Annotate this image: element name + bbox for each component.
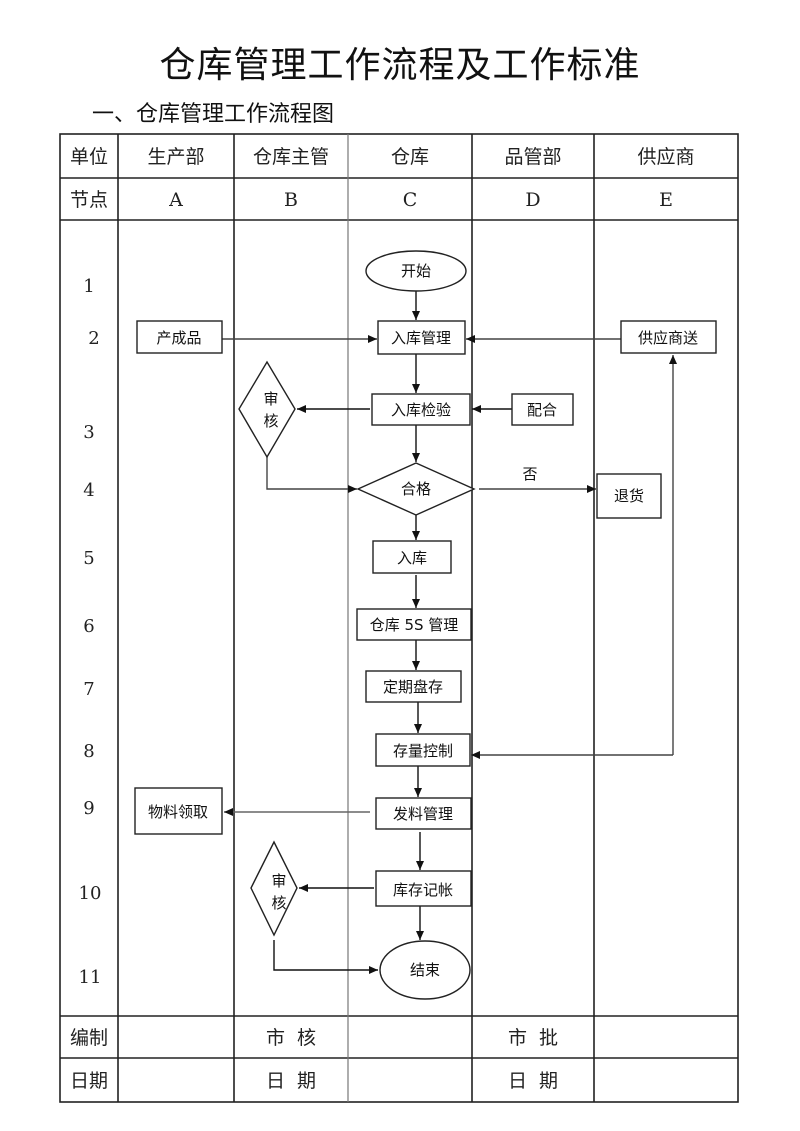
dept-warehouse-supervisor: 仓库主管: [253, 146, 329, 168]
row-number: 2: [88, 328, 99, 349]
row-number: 11: [79, 967, 102, 988]
return-goods-node: [596, 473, 662, 519]
review1-label-top: 审: [263, 390, 278, 408]
connectors: [222, 290, 677, 974]
inbound-inspection-label: 入库检验: [391, 401, 451, 419]
table-border: [59, 133, 739, 1103]
start-node: [365, 250, 467, 292]
prepared-date-label: 日期: [70, 1070, 108, 1092]
supplier-delivery-label: 供应商送: [638, 329, 698, 347]
stock-control-label: 存量控制: [393, 742, 453, 760]
row-number: 1: [83, 276, 94, 297]
approve-label: 市 批: [508, 1027, 558, 1049]
issue-mgmt-node: [375, 797, 472, 830]
qualified-label: 合格: [401, 480, 431, 498]
review-date-label: 日 期: [266, 1070, 316, 1092]
unit-label: 单位: [70, 146, 108, 168]
node-label: 节点: [70, 189, 108, 211]
warehousing-label: 入库: [397, 549, 427, 567]
end-label: 结束: [410, 961, 440, 979]
inbound-mgmt-label: 入库管理: [391, 329, 451, 347]
row-number: 5: [83, 548, 94, 569]
start-label: 开始: [401, 262, 431, 280]
material-pick-node: [134, 787, 223, 835]
dept-supplier: 供应商: [637, 146, 694, 168]
5s-mgmt-label: 仓库 5S 管理: [370, 616, 459, 634]
review2-label-bottom: 核: [271, 894, 286, 912]
supplier-delivery-node: [620, 320, 717, 354]
review-diamond-2: [250, 840, 298, 937]
stock-control-node: [375, 733, 471, 767]
no-branch-label: 否: [522, 465, 537, 483]
finished-product-node: [136, 320, 223, 354]
review2-label-top: 审: [271, 872, 286, 890]
arrow-review-to-qualified: [266, 457, 357, 493]
issue-mgmt-label: 发料管理: [393, 805, 453, 823]
row-number: 7: [83, 679, 94, 700]
cooperate-node: [511, 393, 574, 426]
material-pick-label: 物料领取: [148, 803, 208, 821]
document-title: 仓库管理工作流程及工作标准: [159, 45, 641, 86]
finished-product-label: 产成品: [156, 329, 201, 347]
table-grid: [59, 133, 739, 1103]
return-goods-label: 退货: [614, 487, 644, 505]
dept-warehouse: 仓库: [391, 146, 429, 168]
approve-date-label: 日 期: [508, 1070, 558, 1092]
review-diamond-1: [238, 360, 296, 459]
row-number: 8: [83, 741, 94, 762]
periodic-count-label: 定期盘存: [383, 678, 443, 696]
node-code-c: C: [403, 189, 418, 211]
dept-production: 生产部: [147, 146, 204, 168]
stock-ledger-node: [375, 870, 472, 907]
review1-label-bottom: 核: [263, 412, 278, 430]
stock-ledger-label: 库存记帐: [393, 881, 453, 899]
row-number: 4: [83, 480, 94, 501]
row-number: 10: [79, 883, 102, 904]
periodic-count-node: [365, 670, 462, 703]
inbound-inspection-node: [371, 393, 471, 426]
review-label: 市 核: [266, 1027, 316, 1049]
node-code-d: D: [525, 189, 540, 211]
node-code-b: B: [284, 189, 298, 211]
prepared-label: 编制: [70, 1027, 108, 1049]
cooperate-label: 配合: [527, 401, 557, 419]
qualified-diamond: [356, 462, 476, 516]
row-number: 9: [83, 798, 94, 819]
end-node: [379, 940, 471, 1000]
arrow-review-to-end: [273, 940, 378, 974]
row-number: 6: [83, 616, 94, 637]
inbound-mgmt-node: [377, 320, 466, 355]
warehousing-node: [372, 540, 452, 574]
dept-quality: 品管部: [504, 146, 561, 168]
node-code-e: E: [659, 189, 673, 211]
node-code-a: A: [168, 189, 183, 211]
row-number: 3: [83, 422, 94, 443]
section-heading: 一、仓库管理工作流程图: [92, 102, 335, 127]
5s-mgmt-node: [356, 608, 472, 641]
